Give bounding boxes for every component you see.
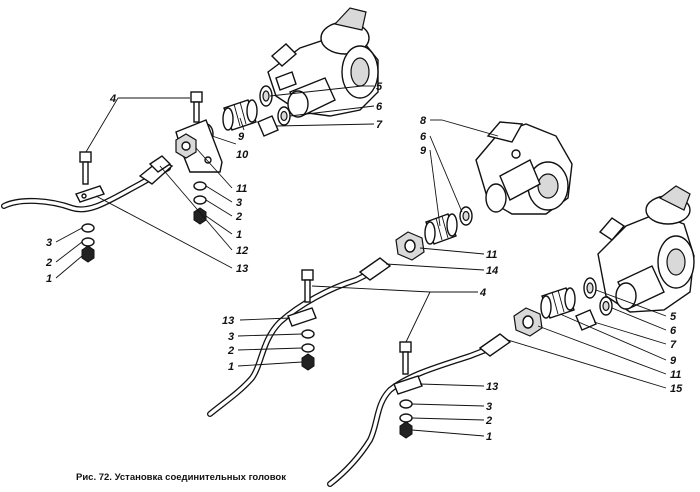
assembly-c (327, 185, 695, 487)
clip-13b (287, 307, 317, 327)
tube-b (207, 257, 392, 417)
washer-2d (399, 413, 413, 423)
washer-3d (399, 399, 413, 409)
callout-5c: 5 (670, 311, 677, 323)
callout-1c: 1 (228, 361, 234, 373)
callout-2a: 2 (235, 211, 242, 223)
callout-6b: 6 (420, 131, 427, 143)
callout-3c: 3 (228, 331, 234, 343)
callout-2d: 2 (485, 415, 492, 427)
bolt-4a-top (190, 91, 203, 123)
coupling-head-b (475, 121, 573, 215)
callout-4b: 4 (479, 287, 486, 299)
bolt-4b-left (301, 269, 314, 303)
callout-7c: 7 (670, 339, 677, 351)
tube-a (1, 155, 174, 213)
washer-3c (301, 329, 315, 339)
callout-11c: 11 (670, 369, 681, 381)
figure-caption: Рис. 72. Установка соединительных голово… (76, 472, 286, 483)
washer-3a (193, 181, 207, 191)
callout-1a: 1 (236, 229, 242, 241)
bolt-4a-left (79, 151, 92, 185)
callout-3d: 3 (486, 401, 492, 413)
callout-12a: 12 (236, 245, 248, 257)
callout-11a: 11 (236, 183, 247, 195)
callout-8b: 8 (420, 115, 427, 127)
nut-1d (399, 421, 413, 439)
clip-13a (75, 185, 105, 203)
callout-15c: 15 (670, 383, 683, 395)
assembly-a (1, 7, 379, 263)
callout-13b: 13 (222, 315, 234, 327)
bolt-7a (257, 115, 279, 137)
washer-2b (81, 237, 95, 247)
assembly-b (207, 121, 573, 417)
callout-3a: 3 (236, 197, 242, 209)
tube-c (327, 333, 512, 487)
callout-3b: 3 (46, 237, 52, 249)
union-9c (540, 287, 576, 319)
callout-14b: 14 (486, 265, 498, 277)
nut-1c (301, 353, 315, 371)
callout-13a: 13 (236, 263, 248, 275)
callout-9c: 9 (670, 355, 677, 367)
clip-13c (393, 375, 423, 395)
callout-9a: 9 (238, 131, 245, 143)
callout-9b: 9 (420, 145, 427, 157)
callout-11b: 11 (486, 249, 497, 261)
leader-lines (55, 85, 667, 437)
nut-1b (81, 245, 95, 263)
callout-4a: 4 (109, 93, 116, 105)
callout-labels: 4 5 6 7 9 10 11 3 2 1 12 13 3 2 1 8 6 9 … (45, 81, 683, 443)
nut-1a (193, 207, 207, 225)
callout-1d: 1 (486, 431, 492, 443)
coupling-head-c (597, 185, 695, 313)
callout-7a: 7 (376, 119, 383, 131)
callout-6c: 6 (670, 325, 677, 337)
washer-2a (193, 195, 207, 205)
coupling-head-a (267, 7, 379, 118)
callout-1b: 1 (46, 273, 52, 285)
callout-6a: 6 (376, 101, 383, 113)
bolt-7c (575, 309, 597, 331)
union-9a (222, 99, 258, 131)
washer-3b (81, 223, 95, 233)
washer-2c (301, 343, 315, 353)
callout-5a: 5 (376, 81, 383, 93)
callout-10a: 10 (236, 149, 249, 161)
callout-2c: 2 (227, 345, 234, 357)
callout-2b: 2 (45, 257, 52, 269)
bolt-4b-right (399, 341, 412, 375)
callout-13c: 13 (486, 381, 498, 393)
union-9b (424, 213, 458, 245)
